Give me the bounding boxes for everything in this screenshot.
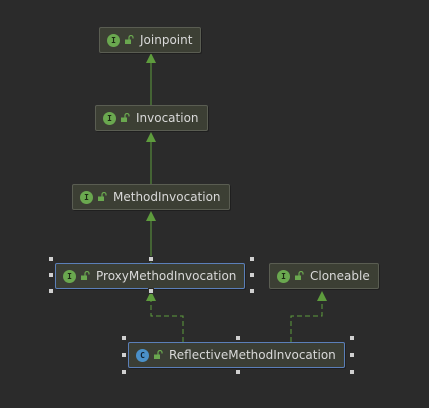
edge-proxymethodinvocation-methodinvocation xyxy=(146,211,156,263)
lock-open-icon xyxy=(121,113,130,122)
selection-handle[interactable] xyxy=(121,335,127,341)
selection-handle[interactable] xyxy=(249,272,255,278)
selection-handle[interactable] xyxy=(48,256,54,262)
edge-reflective-proxymethodinvocation xyxy=(146,291,184,342)
interface-badge-icon: I xyxy=(103,111,116,125)
node-label: MethodInvocation xyxy=(113,190,221,204)
selection-handle[interactable] xyxy=(349,335,355,341)
selection-handle[interactable] xyxy=(121,352,127,358)
interface-badge-icon: I xyxy=(107,33,120,47)
lock-open-icon xyxy=(125,35,134,44)
interface-badge-icon: I xyxy=(80,190,93,204)
node-invocation[interactable]: I Invocation xyxy=(95,105,208,131)
selection-handle[interactable] xyxy=(235,335,241,341)
class-badge-icon: C xyxy=(136,348,149,362)
edge-methodinvocation-invocation xyxy=(146,132,156,184)
selection-handle[interactable] xyxy=(148,256,154,262)
selection-handle[interactable] xyxy=(235,369,241,375)
node-label: Joinpoint xyxy=(140,33,193,47)
selection-handle[interactable] xyxy=(249,288,255,294)
node-proxymethodinvocation[interactable]: I ProxyMethodInvocation xyxy=(55,263,246,289)
lock-open-icon xyxy=(81,271,90,280)
node-label: ReflectiveMethodInvocation xyxy=(169,348,336,362)
node-label: ProxyMethodInvocation xyxy=(96,269,237,283)
node-joinpoint[interactable]: I Joinpoint xyxy=(99,27,202,53)
edge-invocation-joinpoint xyxy=(146,53,156,105)
selection-handle[interactable] xyxy=(48,272,54,278)
selection-handle[interactable] xyxy=(349,352,355,358)
node-methodinvocation[interactable]: I MethodInvocation xyxy=(72,184,230,210)
lock-open-icon xyxy=(295,271,304,280)
edge-reflective-cloneable xyxy=(290,291,327,342)
interface-badge-icon: I xyxy=(63,269,76,283)
lock-open-icon xyxy=(98,192,107,201)
selection-handle[interactable] xyxy=(249,256,255,262)
selection-handle[interactable] xyxy=(48,288,54,294)
node-cloneable[interactable]: I Cloneable xyxy=(269,263,379,289)
node-label: Invocation xyxy=(136,111,199,125)
node-label: Cloneable xyxy=(310,269,370,283)
node-reflectivemethodinvocation[interactable]: C ReflectiveMethodInvocation xyxy=(128,342,345,368)
lock-open-icon xyxy=(154,350,163,359)
selection-handle[interactable] xyxy=(148,288,154,294)
interface-badge-icon: I xyxy=(277,269,290,283)
selection-handle[interactable] xyxy=(121,369,127,375)
selection-handle[interactable] xyxy=(349,369,355,375)
